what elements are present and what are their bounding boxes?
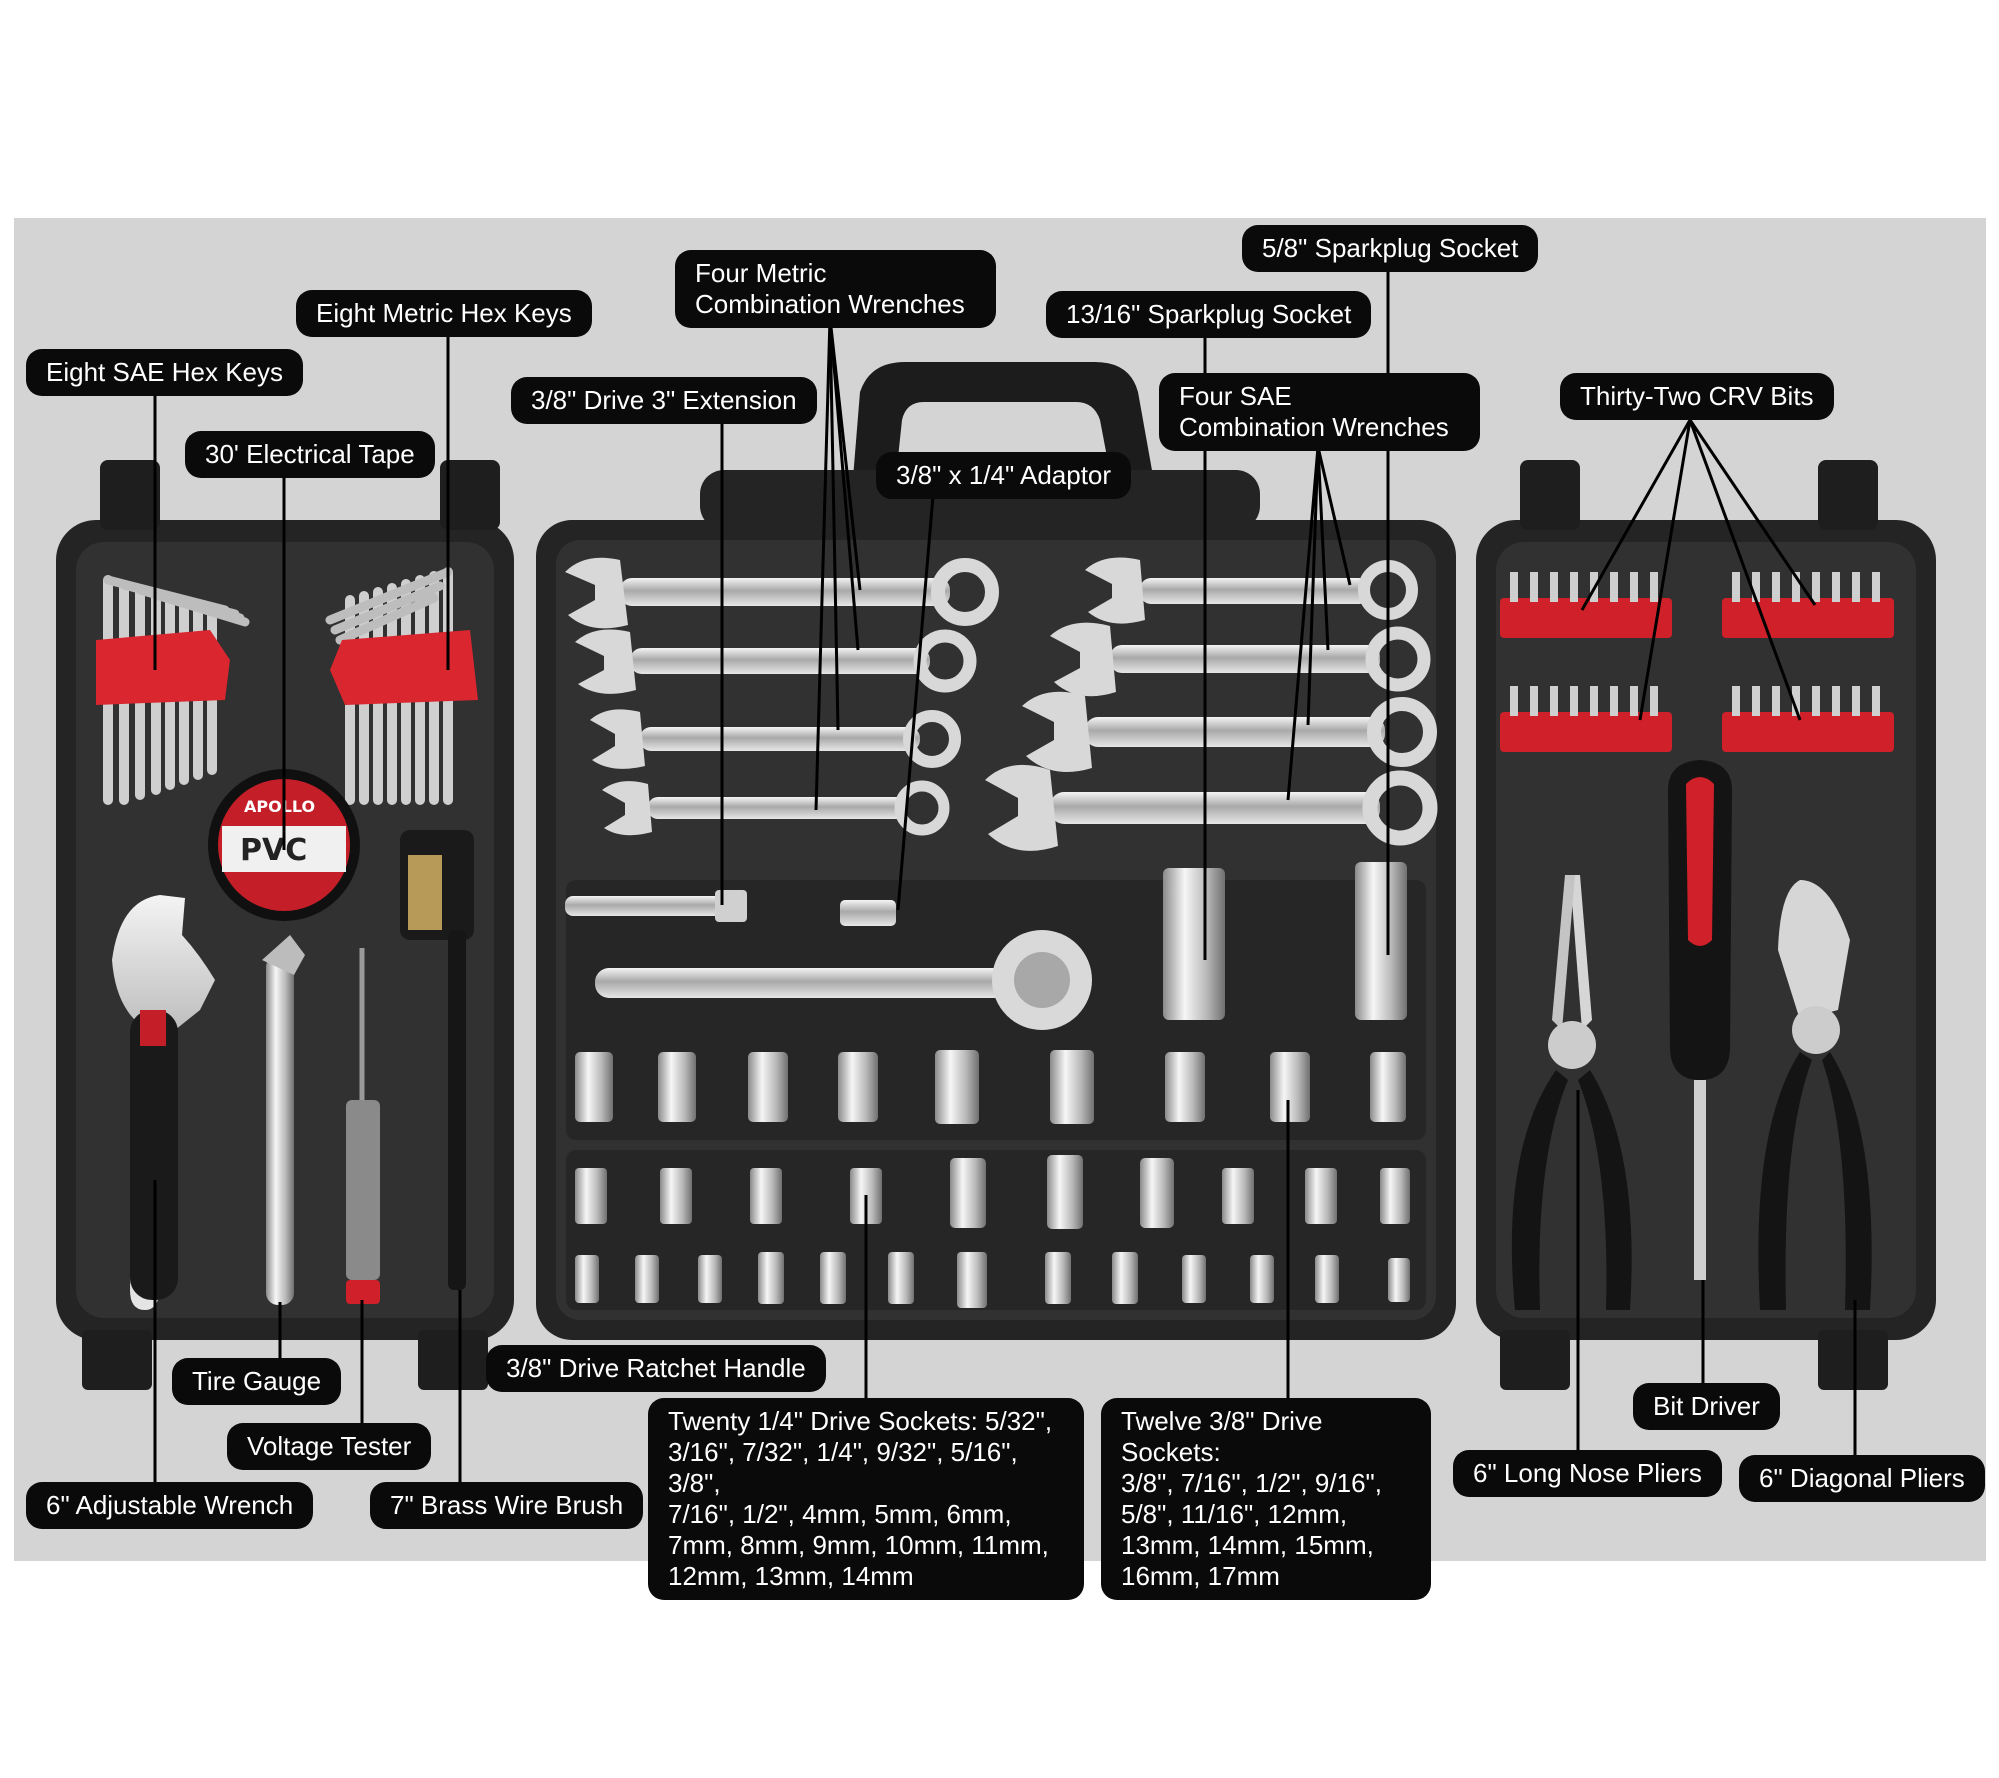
- label-drive-extension: 3/8" Drive 3" Extension: [511, 377, 817, 424]
- label-electrical-tape: 30' Electrical Tape: [185, 431, 435, 478]
- bit-driver: [1668, 760, 1732, 1280]
- label-sparkplug-13-16: 13/16" Sparkplug Socket: [1046, 291, 1372, 338]
- label-line: Twelve 3/8" Drive Sockets:: [1121, 1406, 1323, 1467]
- label-ratchet-handle: 3/8" Drive Ratchet Handle: [486, 1345, 826, 1392]
- label-line: Twenty 1/4" Drive Sockets: 5/32",: [668, 1406, 1053, 1436]
- ratchet-handle: [595, 930, 1092, 1030]
- label-line: 13mm, 14mm, 15mm,: [1121, 1530, 1374, 1560]
- label-line: 16mm, 17mm: [1121, 1561, 1280, 1591]
- socket-row-quarter: [575, 1252, 1410, 1308]
- sae-combination-wrenches: [985, 557, 1438, 851]
- adjustable-wrench: [112, 895, 215, 1310]
- leader-lines: [153, 268, 1857, 1482]
- socket-row-middle: [575, 1155, 1410, 1229]
- drive-adaptor: [840, 900, 896, 926]
- svg-text:PVC: PVC: [240, 833, 307, 868]
- sae-hex-keys: [96, 575, 250, 805]
- label-four-metric-combination-wrenches: Four Metric Combination Wrenches: [675, 250, 996, 328]
- label-crv-bits: Thirty-Two CRV Bits: [1560, 373, 1834, 420]
- metric-hex-keys: [325, 567, 478, 805]
- label-line: Combination Wrenches: [695, 289, 965, 319]
- svg-text:APOLLO: APOLLO: [244, 797, 315, 816]
- voltage-tester: [346, 948, 380, 1304]
- label-line: 7/16", 1/2", 4mm, 5mm, 6mm,: [668, 1499, 1012, 1529]
- label-adjustable-wrench: 6" Adjustable Wrench: [26, 1482, 314, 1529]
- label-four-sae-combination-wrenches: Four SAE Combination Wrenches: [1159, 373, 1480, 451]
- socket-row-three-eighths: [575, 1050, 1406, 1124]
- label-adaptor: 3/8" x 1/4" Adaptor: [876, 452, 1132, 499]
- label-line: 12mm, 13mm, 14mm: [668, 1561, 914, 1591]
- label-line: Combination Wrenches: [1179, 412, 1449, 442]
- label-brass-wire-brush: 7" Brass Wire Brush: [370, 1482, 644, 1529]
- tire-gauge: [262, 935, 305, 1305]
- label-tire-gauge: Tire Gauge: [172, 1358, 342, 1405]
- label-bit-driver: Bit Driver: [1633, 1383, 1780, 1430]
- label-line: Four Metric: [695, 258, 827, 288]
- label-three-eighths-drive-sockets: Twelve 3/8" Drive Sockets: 3/8", 7/16", …: [1101, 1398, 1431, 1600]
- brass-wire-brush: [400, 830, 474, 1290]
- metric-combination-wrenches: [565, 557, 999, 836]
- label-line: 3/16", 7/32", 1/4", 9/32", 5/16", 3/8",: [668, 1437, 1018, 1498]
- label-sparkplug-5-8: 5/8" Sparkplug Socket: [1242, 225, 1539, 272]
- sparkplug-socket-5-8: [1355, 862, 1407, 1020]
- sparkplug-socket-13-16: [1163, 868, 1225, 1020]
- label-long-nose-pliers: 6" Long Nose Pliers: [1453, 1450, 1722, 1497]
- label-line: 5/8", 11/16", 12mm,: [1121, 1499, 1348, 1529]
- label-voltage-tester: Voltage Tester: [227, 1423, 432, 1470]
- label-diagonal-pliers: 6" Diagonal Pliers: [1739, 1455, 1985, 1502]
- crv-bits: [1500, 572, 1894, 752]
- label-line: 7mm, 8mm, 9mm, 10mm, 11mm,: [668, 1530, 1049, 1560]
- label-eight-sae-hex-keys: Eight SAE Hex Keys: [26, 349, 303, 396]
- long-nose-pliers: [1511, 875, 1632, 1310]
- label-quarter-drive-sockets: Twenty 1/4" Drive Sockets: 5/32", 3/16",…: [648, 1398, 1084, 1600]
- label-eight-metric-hex-keys: Eight Metric Hex Keys: [296, 290, 592, 337]
- label-line: 3/8", 7/16", 1/2", 9/16",: [1121, 1468, 1382, 1498]
- diagonal-pliers: [1758, 880, 1872, 1310]
- label-line: Four SAE: [1179, 381, 1292, 411]
